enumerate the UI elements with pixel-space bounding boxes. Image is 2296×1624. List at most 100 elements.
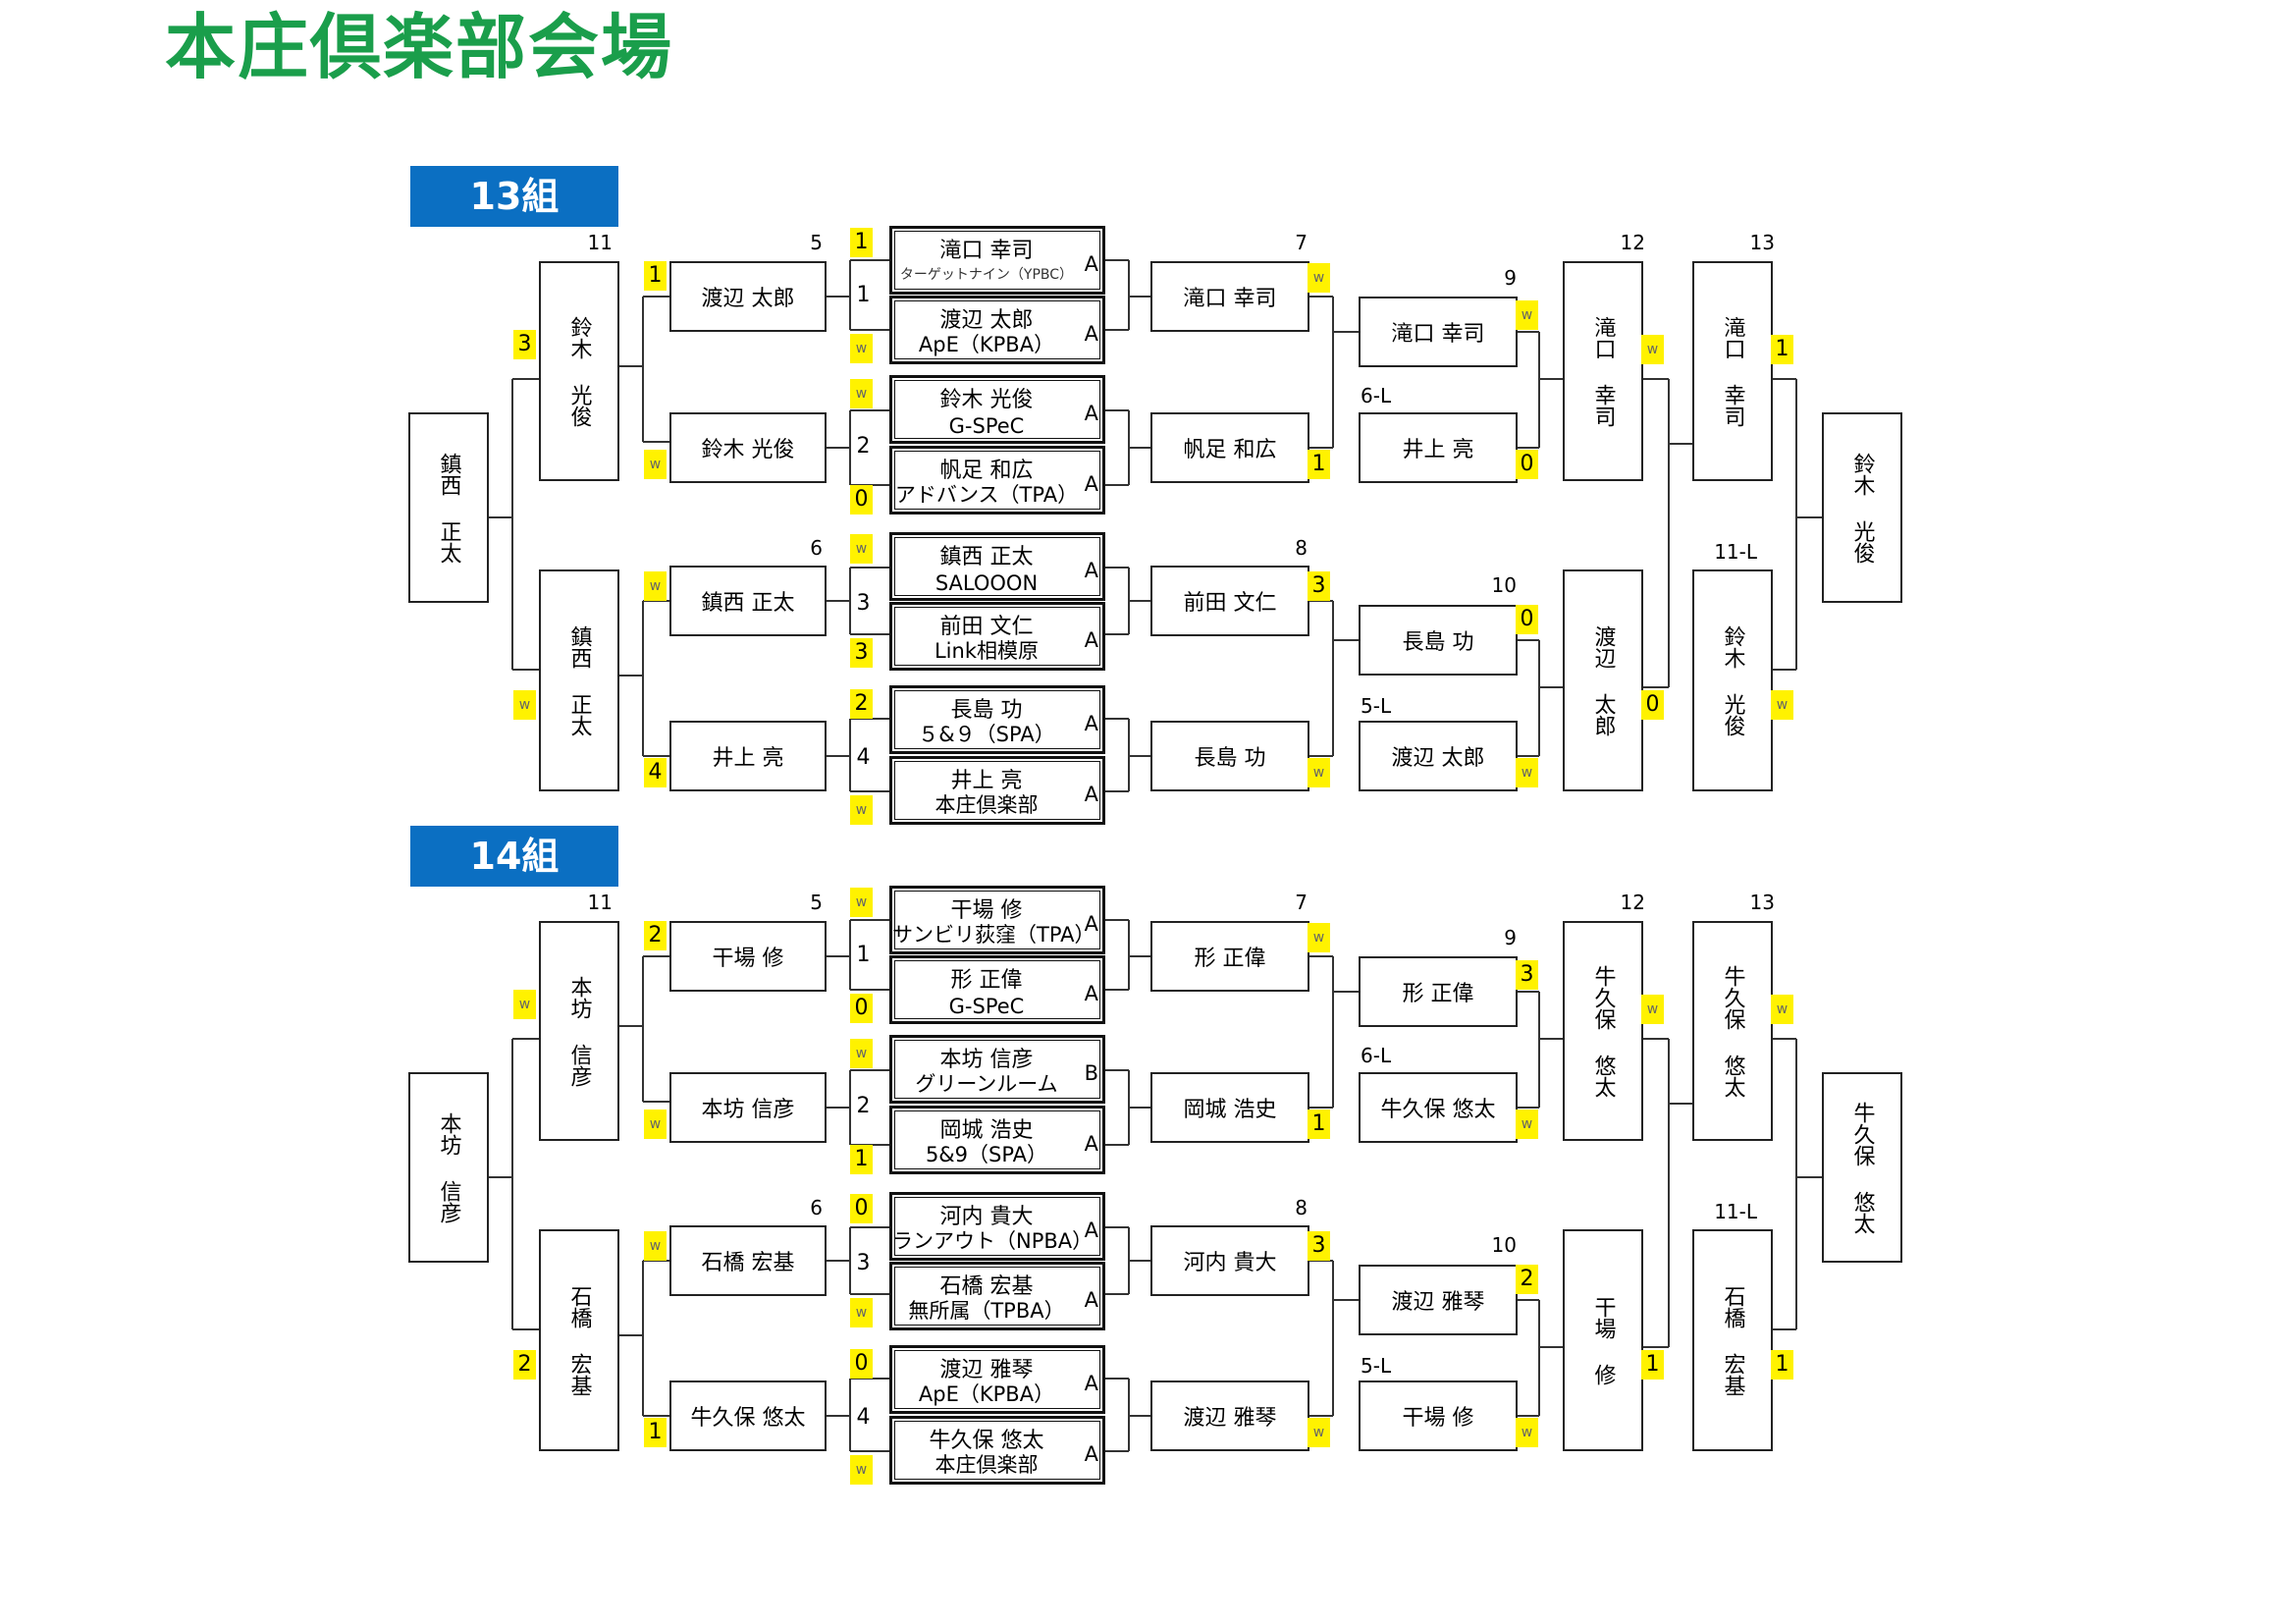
score-cell: 4 (644, 758, 667, 787)
right-round3-box: 干場 修 (1563, 1229, 1643, 1451)
right-round1-box: 滝口 幸司 (1150, 261, 1309, 332)
score-cell: 1 (1308, 450, 1330, 479)
player-name: 本坊 信彦 (939, 1048, 1034, 1072)
player-name: 河内 貴大 (939, 1205, 1034, 1229)
right-round1-box: 渡辺 雅琴 (1150, 1380, 1309, 1451)
match-number: 9 (1504, 266, 1517, 290)
match-number: 8 (1295, 1196, 1308, 1219)
player-rank: A (1084, 1288, 1098, 1312)
player-rank: A (1084, 1442, 1098, 1466)
match-number: 13 (1749, 231, 1775, 254)
right-round1-box: 帆足 和広 (1150, 412, 1309, 483)
left-semifinal-box: 本坊 信彦 (539, 921, 619, 1141)
left-semifinal-box: 鎮西 正太 (539, 569, 619, 791)
player-club: ターゲットナイン（YPBC） (899, 267, 1074, 283)
score-cell: w (1516, 758, 1538, 787)
right-round1-box: 形 正偉 (1150, 921, 1309, 992)
player-rank: A (1084, 912, 1098, 936)
score-cell: w (1641, 335, 1664, 364)
match-number: 7 (1295, 891, 1308, 914)
score-cell: w (1516, 1418, 1538, 1447)
score-cell: 0 (1516, 605, 1538, 634)
player-club: 本庄倶楽部 (934, 793, 1039, 817)
score-cell: 2 (1516, 1265, 1538, 1294)
player-club: 5&9（SPA） (925, 1143, 1048, 1166)
player-rank: A (1084, 322, 1098, 346)
score-cell: 3 (1516, 960, 1538, 990)
player-name: 長島 功 (950, 698, 1023, 723)
match-number: 12 (1620, 891, 1645, 914)
right-round2-box: 長島 功 (1359, 605, 1518, 676)
right-round2-box: 渡辺 雅琴 (1359, 1265, 1518, 1335)
score-cell: 1 (1771, 1350, 1793, 1380)
player-name: 前田 文仁 (939, 615, 1034, 639)
score-cell: w (1308, 923, 1330, 952)
score-cell: 1 (850, 228, 873, 257)
score-cell: 3 (1308, 571, 1330, 601)
player-rank: A (1084, 982, 1098, 1005)
player-rank: A (1084, 402, 1098, 425)
player-rank: B (1084, 1061, 1098, 1085)
player-club: ランアウト（NPBA） (892, 1229, 1094, 1253)
left-round2-box: 牛久保 悠太 (669, 1380, 827, 1451)
player-club: サンビリ荻窪（TPA） (892, 923, 1095, 947)
match-number: 11 (587, 891, 613, 914)
player-rank: A (1084, 252, 1098, 276)
player-club: ５&９（SPA） (918, 723, 1055, 746)
match-number: 5 (810, 891, 823, 914)
score-cell: w (850, 795, 873, 825)
score-cell: 1 (1641, 1350, 1664, 1380)
match-number: 6 (810, 536, 823, 560)
player-rank: A (1084, 712, 1098, 735)
right-round1-box: 岡城 浩史 (1150, 1072, 1309, 1143)
player-rank: A (1084, 1372, 1098, 1395)
mid-match-score: 2 (856, 1094, 871, 1118)
player-card: 干場 修サンビリ荻窪（TPA）A (889, 886, 1105, 954)
right-round3-box: 牛久保 悠太 (1563, 921, 1643, 1141)
player-card: 石橋 宏基無所属（TPBA）A (889, 1262, 1105, 1330)
player-rank: A (1084, 1132, 1098, 1156)
score-cell: w (1308, 758, 1330, 787)
right-round4-box: 牛久保 悠太 (1692, 921, 1773, 1141)
score-cell: 3 (513, 330, 536, 359)
player-name: 石橋 宏基 (939, 1274, 1034, 1299)
player-card: 河内 貴大ランアウト（NPBA）A (889, 1192, 1105, 1261)
score-cell: 2 (513, 1350, 536, 1380)
player-name: 渡辺 雅琴 (939, 1358, 1034, 1382)
match-number: 11 (587, 231, 613, 254)
player-name: 滝口 幸司 (939, 239, 1034, 263)
mid-match-score: 1 (856, 283, 871, 307)
score-cell: 0 (1516, 450, 1538, 479)
mid-match-score: 1 (856, 943, 871, 967)
score-cell: 0 (1641, 690, 1664, 720)
score-cell: w (850, 1455, 873, 1485)
left-round2-box: 干場 修 (669, 921, 827, 992)
mid-match-score: 4 (856, 745, 871, 770)
score-cell: 0 (850, 1349, 873, 1379)
score-cell: 2 (850, 689, 873, 719)
score-cell: w (513, 990, 536, 1019)
right-final-box: 鈴木 光俊 (1822, 412, 1902, 603)
right-round1-box: 前田 文仁 (1150, 566, 1309, 636)
match-number: 11-L (1714, 540, 1757, 564)
right-round1-box: 長島 功 (1150, 721, 1309, 791)
score-cell: 3 (1308, 1231, 1330, 1261)
left-semifinal-box: 石橋 宏基 (539, 1229, 619, 1451)
match-number: 13 (1749, 891, 1775, 914)
match-number: 12 (1620, 231, 1645, 254)
player-card: 帆足 和広アドバンス（TPA）A (889, 446, 1105, 514)
match-number: 8 (1295, 536, 1308, 560)
player-rank: A (1084, 1218, 1098, 1242)
score-cell: 0 (850, 485, 873, 514)
right-round4-box: 滝口 幸司 (1692, 261, 1773, 481)
score-cell: w (850, 888, 873, 917)
player-club: アドバンス（TPA） (894, 483, 1079, 507)
score-cell: w (1771, 995, 1793, 1024)
score-cell: w (850, 334, 873, 363)
